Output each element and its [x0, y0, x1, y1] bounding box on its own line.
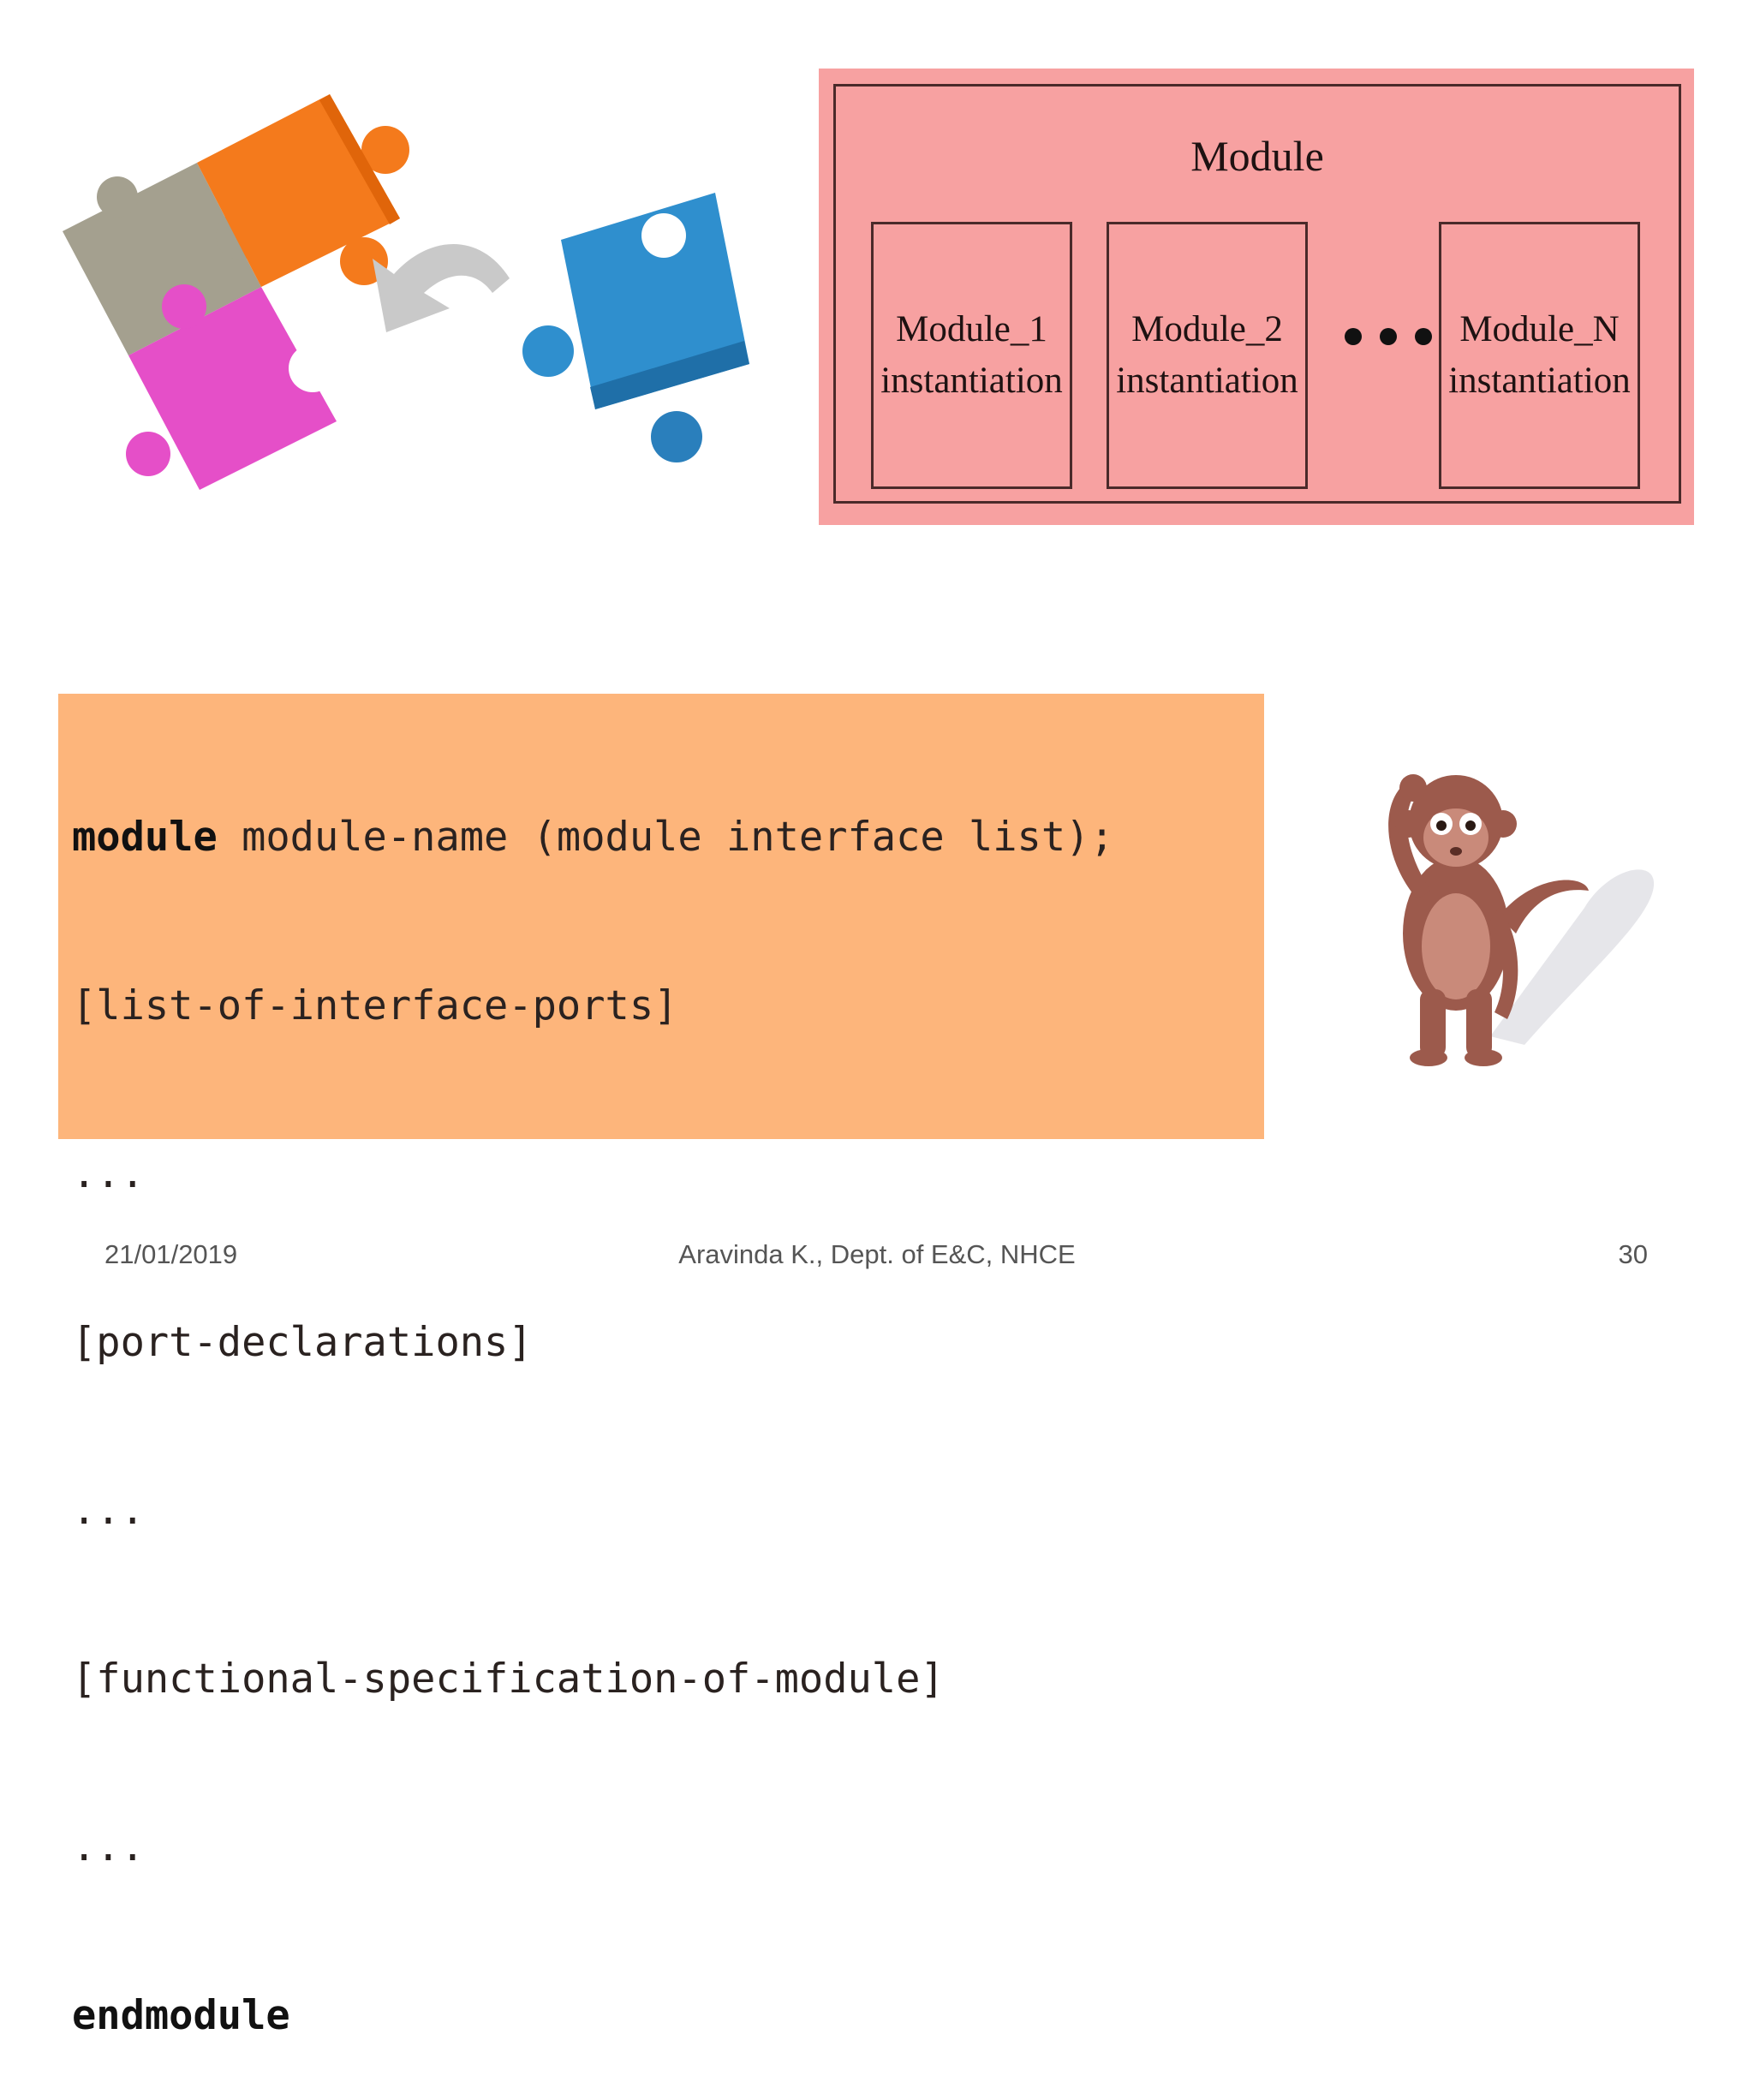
module-2-instance-box: Module_2 instantiation	[1107, 222, 1308, 489]
code-line: [list-of-interface-ports]	[72, 981, 678, 1029]
instance-label: instantiation	[880, 361, 1063, 401]
module-syntax-code-block: module module-name (module interface lis…	[58, 694, 1264, 2039]
slide-number: 30	[1618, 1239, 1648, 1269]
instance-name: Module_N	[1459, 309, 1620, 349]
ellipsis-dots-icon	[1345, 328, 1432, 345]
code-keyword: endmodule	[72, 1991, 290, 2039]
code-line: [functional-specification-of-module]	[72, 1655, 945, 1703]
instance-label: instantiation	[1116, 361, 1298, 401]
instance-name: Module_1	[896, 309, 1047, 349]
code-line: [port-declarations]	[72, 1318, 533, 1366]
footer-date: 21/01/2019	[104, 1239, 238, 1269]
code-line: ...	[72, 1487, 145, 1534]
code-line: ...	[72, 1823, 145, 1870]
module-n-instance-box: Module_N instantiation	[1439, 222, 1640, 489]
magenta-puzzle-piece	[126, 284, 337, 490]
instance-label: instantiation	[1448, 361, 1631, 401]
module-outer-box: Module Module_1 instantiation Module_2 i…	[833, 84, 1681, 504]
code-line: ...	[72, 1150, 145, 1197]
code-line-header: module module-name (module interface lis…	[72, 809, 1254, 866]
code-keyword: module	[72, 814, 218, 861]
module-diagram: Module Module_1 instantiation Module_2 i…	[819, 69, 1694, 525]
code-line-end: endmodule	[72, 1988, 1254, 2044]
footer-author: Aravinda K., Dept. of E&C, NHCE	[678, 1239, 1076, 1269]
module-title: Module	[1190, 132, 1324, 180]
curved-arrow-icon	[373, 244, 510, 332]
module-1-instance-box: Module_1 instantiation	[871, 222, 1072, 489]
blue-puzzle-piece	[522, 193, 749, 462]
instance-name: Module_2	[1131, 309, 1283, 349]
confused-monkey-icon	[1388, 774, 1655, 1066]
code-text: module-name (module interface list);	[217, 814, 1114, 861]
puzzle-pieces-icon	[63, 94, 749, 490]
